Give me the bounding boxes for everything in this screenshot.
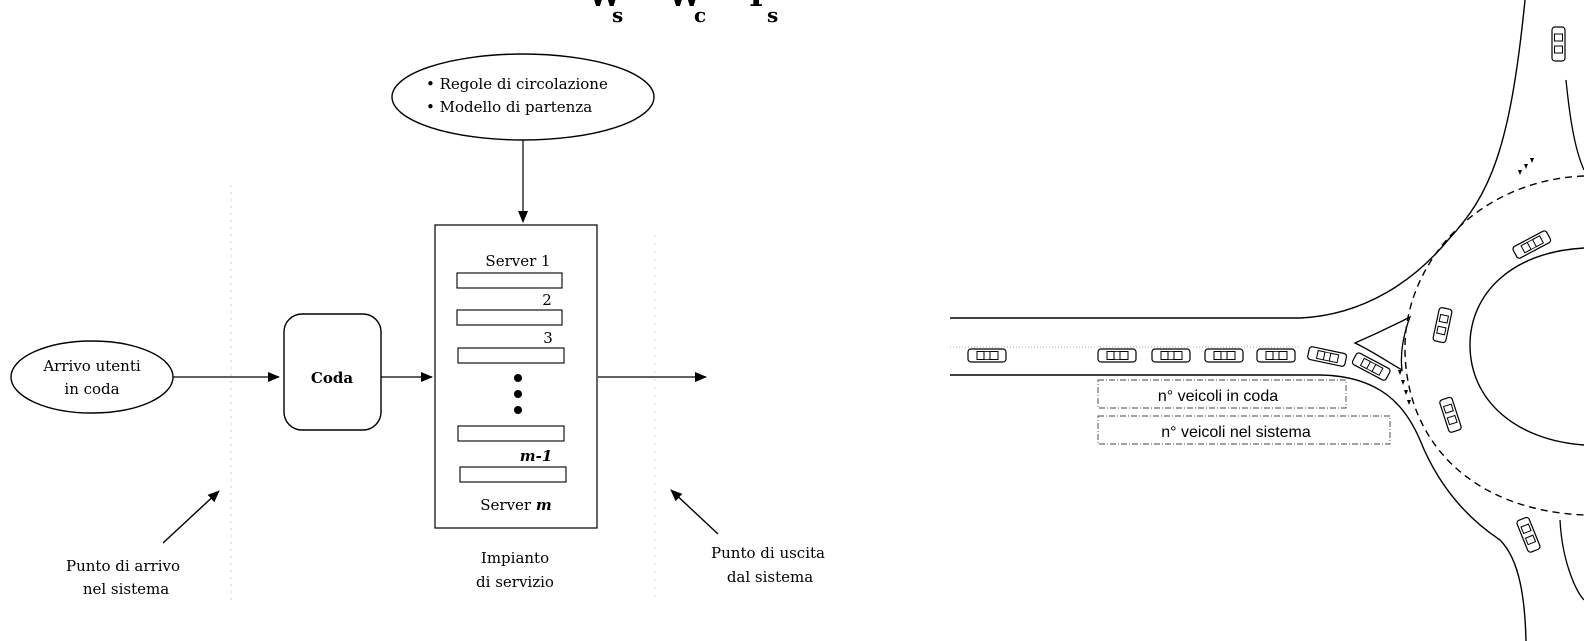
- exit-point-label-line1: Punto di uscita: [711, 544, 825, 562]
- car-lone: [967, 348, 1007, 363]
- arrival-point-label-line2: nel sistema: [83, 580, 169, 598]
- car-queue-5: [1306, 345, 1348, 368]
- right-arm-edge-bottom: [1559, 519, 1584, 601]
- server-m1-label: m-1: [520, 447, 553, 465]
- roundabout-diagram: n° veicoli in coda n° veicoli nel sistem…: [950, 0, 1584, 641]
- car-ring-bottom: [1515, 516, 1542, 554]
- yield-markings-top: [1518, 158, 1534, 175]
- right-arm-edge-top: [1565, 79, 1584, 171]
- arrivals-label-line2: in coda: [64, 380, 119, 398]
- road-edge-top: [950, 0, 1526, 319]
- car-queue-2: [1151, 348, 1191, 363]
- formula-rhs-sub: s: [767, 3, 778, 27]
- arrivals-ellipse: [10, 340, 174, 414]
- queue-count-label: n° veicoli in coda: [1158, 388, 1278, 405]
- server-1-label: Server 1: [485, 252, 550, 270]
- road-edge-bottom: [950, 374, 1527, 641]
- ellipsis-dot-2: [514, 390, 522, 398]
- rules-item-departure: • Modello di partenza: [426, 98, 592, 116]
- server-2-bar: [456, 309, 563, 326]
- queue-diagram: Arrivo utenti in coda Coda • Regole di c…: [10, 53, 825, 600]
- formula-rhs: T: [745, 0, 768, 14]
- server-3-bar: [457, 347, 565, 364]
- server-3-label: 3: [543, 329, 553, 347]
- system-count-label: n° veicoli nel sistema: [1161, 424, 1311, 441]
- service-facility-label-line2: di servizio: [476, 573, 554, 591]
- server-m-label: Server m: [480, 496, 552, 514]
- formula-lhs-sub: s: [612, 3, 623, 27]
- splitter-island: [1353, 315, 1412, 372]
- rules-ellipse: [391, 53, 655, 141]
- formula-lhs: W: [587, 0, 623, 14]
- ellipsis-dot-1: [514, 374, 522, 382]
- car-right-arm-top: [1551, 26, 1566, 62]
- exit-point-label-line2: dal sistema: [727, 568, 813, 586]
- server-2-label: 2: [542, 291, 552, 309]
- server-m-prefix: Server: [480, 496, 536, 514]
- server-m-bar: [459, 466, 567, 483]
- central-island: [1469, 247, 1584, 446]
- server-1-bar: [456, 272, 563, 289]
- formula-mid: W: [667, 0, 703, 14]
- arrival-point-pointer: [162, 490, 220, 544]
- arrivals-label-line1: Arrivo utenti: [42, 357, 140, 375]
- queue-box: [283, 313, 382, 431]
- car-queue-3: [1204, 348, 1244, 363]
- yield-markings-entry: [1398, 370, 1411, 405]
- rules-item-circulation: • Regole di circolazione: [426, 75, 608, 93]
- car-ring-lower: [1438, 396, 1463, 434]
- car-ring-left: [1431, 306, 1453, 344]
- system-bracket: [1097, 415, 1391, 445]
- server-m1-upper-bar: [457, 425, 565, 442]
- formula-mid-sub: c: [694, 3, 706, 27]
- service-facility-label-line1: Impianto: [481, 549, 549, 567]
- exit-point-pointer: [670, 489, 719, 535]
- server-m-var: m: [536, 496, 552, 514]
- queue-label: Coda: [311, 369, 353, 387]
- queue-bracket: [1097, 379, 1347, 409]
- formula: W s W c T s: [587, 0, 778, 27]
- arrival-point-label-line1: Punto di arrivo: [66, 557, 180, 575]
- ellipsis-dot-3: [514, 406, 522, 414]
- car-queue-1: [1097, 348, 1137, 363]
- car-queue-4: [1256, 348, 1296, 363]
